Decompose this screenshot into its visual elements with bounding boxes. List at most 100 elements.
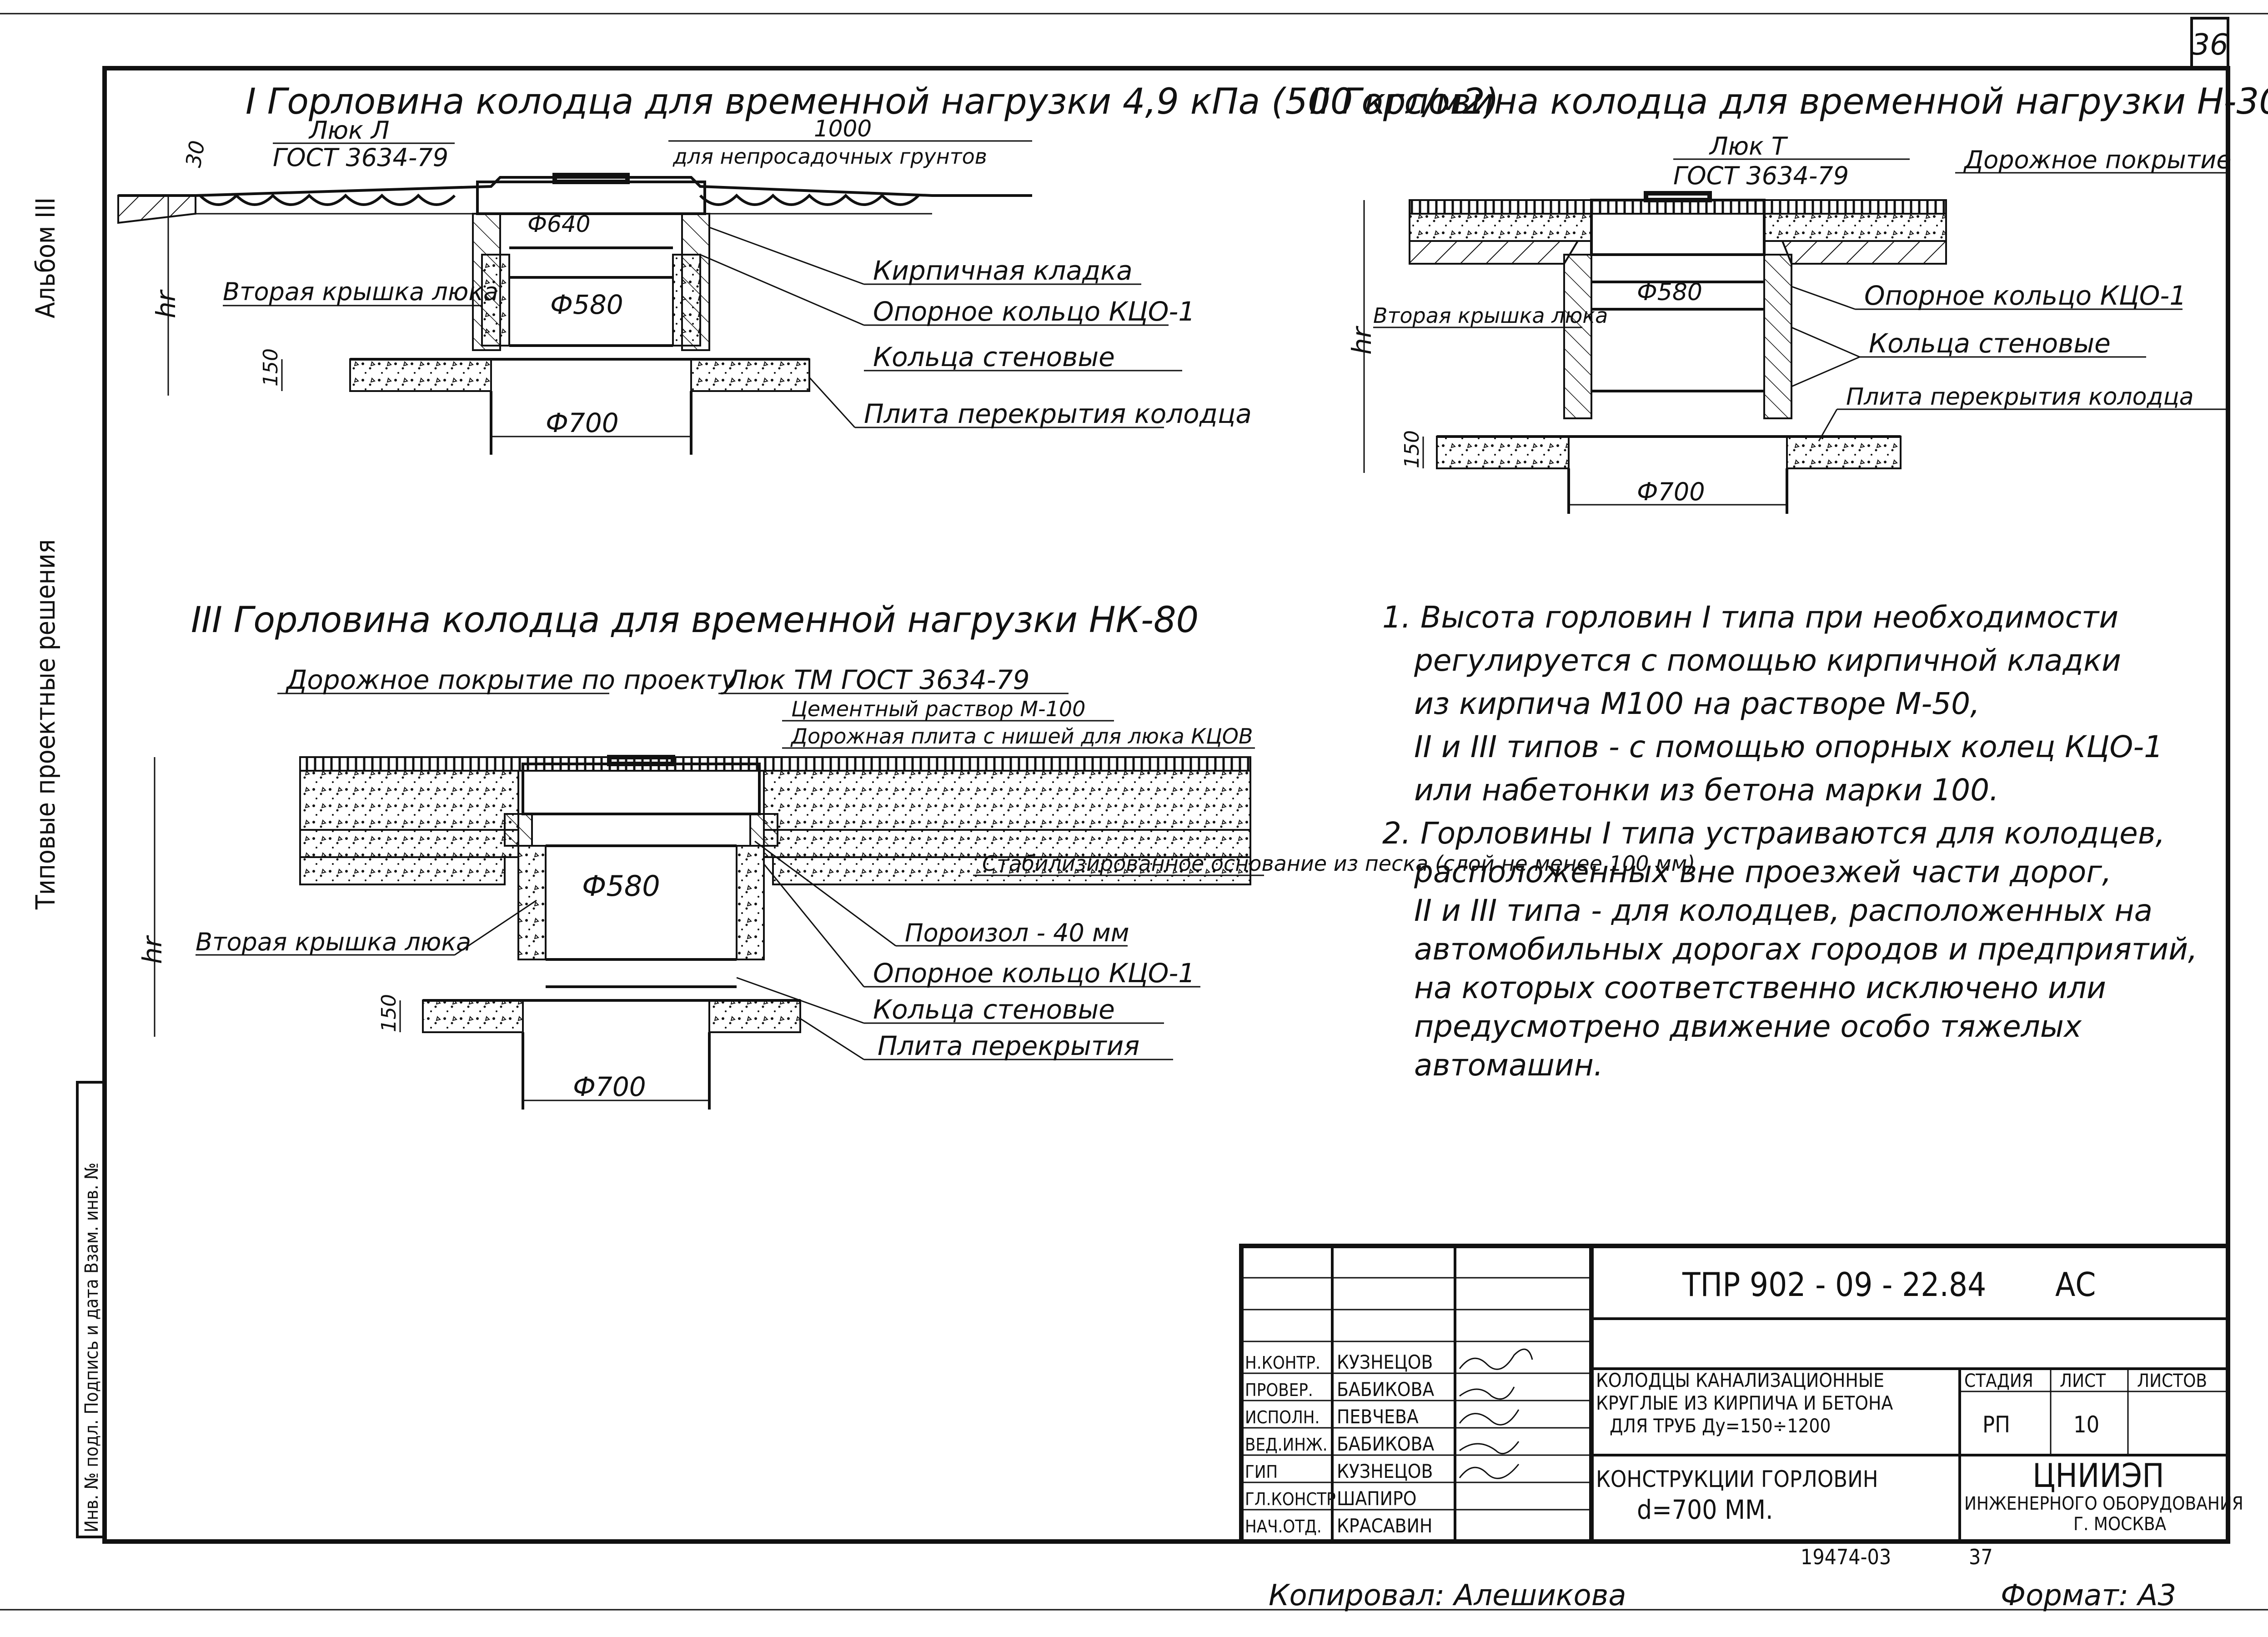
footer-copied: Копировал: Алешикова bbox=[1269, 1579, 1626, 1612]
fig2-dim-150: 150 bbox=[1400, 430, 1424, 468]
fig3-dim-580: Ф580 bbox=[582, 869, 660, 903]
tb-sheet-title: КОНСТРУКЦИИ ГОРЛОВИН bbox=[1596, 1466, 1878, 1492]
fig1-lbl-brick: Кирпичная кладка bbox=[873, 255, 1133, 286]
tb-role: ИСПОЛН. bbox=[1245, 1407, 1320, 1427]
tb-name: ШАПИРО bbox=[1337, 1487, 1416, 1510]
note-line: расположенных вне проезжей части дорог, bbox=[1414, 854, 2112, 889]
fig2-title: II Горловина колодца для временной нагру… bbox=[1310, 81, 2268, 122]
fig1-lbl-ring: Опорное кольцо КЦО-1 bbox=[873, 296, 1195, 327]
tb-object-title: КРУГЛЫЕ ИЗ КИРПИЧА И БЕТОНА bbox=[1596, 1392, 1893, 1414]
footer-format: Формат: А3 bbox=[2001, 1579, 2176, 1612]
tb-stage: РП bbox=[1982, 1411, 2010, 1438]
fig2-lbl-road: Дорожное покрытие bbox=[1963, 146, 2232, 174]
note-line: автомобильных дорогах городов и предприя… bbox=[1414, 932, 2198, 967]
tb-name: КУЗНЕЦОВ bbox=[1337, 1460, 1433, 1482]
note-line: автомашин. bbox=[1414, 1048, 1603, 1083]
fig3-lbl-second-lid: Вторая крышка люка bbox=[196, 928, 471, 956]
sheet-frame: 36 bbox=[0, 13, 2268, 1611]
note-line: из кирпича М100 на растворе М-50, bbox=[1414, 686, 1980, 721]
tb-name: БАБИКОВА bbox=[1337, 1433, 1434, 1455]
fig1-dim-150: 150 bbox=[259, 348, 282, 387]
tb-org: ЦНИИЭП bbox=[2032, 1456, 2164, 1495]
tb-name: ПЕВЧЕВА bbox=[1337, 1406, 1419, 1428]
fig3-lbl-slab: Плита перекрытия bbox=[878, 1030, 1139, 1061]
note-line: 2. Горловины I типа устраиваются для кол… bbox=[1382, 816, 2165, 851]
fig1-hatch-label: Люк Л bbox=[308, 116, 389, 145]
figure-type-1: I Горловина колодца для временной нагруз… bbox=[117, 81, 1499, 455]
fig1-dim-700: Ф700 bbox=[546, 407, 619, 438]
fig2-dim-hr: hr bbox=[1346, 326, 1377, 355]
note-line: регулируется с помощью кирпичной кладки bbox=[1414, 643, 2121, 678]
fig1-title: I Горловина колодца для временной нагруз… bbox=[246, 81, 1499, 122]
fig1-lbl-slab: Плита перекрытия колодца bbox=[864, 398, 1252, 429]
fig1-lbl-wall: Кольца стеновые bbox=[873, 341, 1115, 372]
fig3-lbl-mortar: Цементный раствор М-100 bbox=[791, 697, 1085, 721]
fig3-lbl-porizol: Пороизол - 40 мм bbox=[905, 919, 1129, 947]
tb-city: Г. МОСКВА bbox=[2073, 1514, 2167, 1535]
fig2-lbl-wall: Кольца стеновые bbox=[1869, 328, 2111, 359]
tb-role: ВЕД.ИНЖ. bbox=[1245, 1435, 1328, 1455]
fig2-dim-580: Ф580 bbox=[1637, 279, 1702, 306]
tb-signatures bbox=[1459, 1348, 1533, 1479]
fig2-hatch-label: Люк Т bbox=[1709, 132, 1788, 161]
fig1-dim-640: Ф640 bbox=[527, 211, 590, 237]
tb-role: ГЛ.КОНСТР bbox=[1245, 1489, 1336, 1509]
fig2-lbl-slab: Плита перекрытия колодца bbox=[1846, 383, 2194, 411]
tb-sheet-no: 10 bbox=[2073, 1411, 2099, 1438]
fig1-lbl-second-lid: Вторая крышка люка bbox=[223, 277, 498, 306]
fig3-hatch-label: Люк ТМ ГОСТ 3634-79 bbox=[727, 664, 1029, 695]
tb-role: ГИП bbox=[1245, 1462, 1278, 1482]
tb-object-title: ДЛЯ ТРУБ Ду=150÷1200 bbox=[1610, 1415, 1831, 1437]
fig3-dim-hr: hr bbox=[137, 935, 168, 964]
fig3-title: III Горловина колодца для временной нагр… bbox=[191, 600, 1199, 641]
side-labels: Альбом III Типовые проектные решения Инв… bbox=[30, 197, 106, 1538]
figure-type-2: II Горловина колодца для временной нагру… bbox=[1310, 81, 2268, 514]
fig1-dim-hr: hr bbox=[151, 289, 181, 318]
fig2-lbl-second-lid: Вторая крышка люка bbox=[1373, 303, 1608, 328]
tb-role: ПРОВЕР. bbox=[1245, 1380, 1313, 1400]
tb-name: БАБИКОВА bbox=[1337, 1378, 1434, 1401]
fig3-lbl-road: Дорожное покрытие по проекту bbox=[285, 664, 737, 695]
fig3-lbl-plate: Дорожная плита с нишей для люка КЦОВ bbox=[790, 724, 1253, 748]
note-line: II и III типа - для колодцев, расположен… bbox=[1414, 893, 2153, 928]
footer: 19474-03 37 Копировал: Алешикова Формат:… bbox=[1269, 1545, 2176, 1612]
tb-role: НАЧ.ОТД. bbox=[1245, 1516, 1322, 1537]
tb-org-sub: ИНЖЕНЕРНОГО ОБОРУДОВАНИЯ bbox=[1964, 1493, 2243, 1514]
tb-stage-hdr: СТАДИЯ bbox=[1964, 1371, 2033, 1391]
fig2-hatch-std: ГОСТ 3634-79 bbox=[1673, 161, 1849, 190]
fig3-lbl-ring: Опорное кольцо КЦО-1 bbox=[873, 958, 1195, 989]
tb-sheets-hdr: ЛИСТОВ bbox=[2137, 1371, 2207, 1391]
figure-type-3: III Горловина колодца для временной нагр… bbox=[137, 600, 1695, 1110]
notes: 1. Высота горловин I типа при необходимо… bbox=[1382, 600, 2198, 1083]
tb-section: АС bbox=[2055, 1265, 2096, 1304]
tb-name: КУЗНЕЦОВ bbox=[1337, 1351, 1433, 1373]
page-number: 36 bbox=[2191, 28, 2228, 62]
note-line: или набетонки из бетона марки 100. bbox=[1414, 773, 1999, 808]
fig2-lbl-ring: Опорное кольцо КЦО-1 bbox=[1864, 280, 2186, 311]
fig1-hatch-std: ГОСТ 3634-79 bbox=[273, 143, 448, 172]
note-line: 1. Высота горловин I типа при необходимо… bbox=[1382, 600, 2118, 635]
fig3-lbl-wall: Кольца стеновые bbox=[873, 994, 1115, 1025]
note-line: II и III типов - с помощью опорных колец… bbox=[1414, 729, 2163, 764]
title-block: ТПР 902 - 09 - 22.84 АС Н.КОНТР. ПРОВЕР.… bbox=[1239, 1244, 2243, 1544]
fig1-dim-top: 1000 bbox=[814, 115, 872, 142]
series-label: Типовые проектные решения bbox=[30, 539, 61, 910]
tb-code: ТПР 902 - 09 - 22.84 bbox=[1682, 1265, 1986, 1304]
tb-object-title: КОЛОДЦЫ КАНАЛИЗАЦИОННЫЕ bbox=[1596, 1369, 1884, 1391]
fig3-dim-700: Ф700 bbox=[573, 1071, 646, 1102]
fig1-dim-30: 30 bbox=[181, 139, 210, 169]
fig1-note-soil: для непросадочных грунтов bbox=[672, 144, 987, 169]
inventory-label: Инв. № подл. Подпись и дата Взам. инв. № bbox=[81, 1163, 102, 1532]
fig1-dim-580: Ф580 bbox=[550, 289, 623, 320]
album-label: Альбом III bbox=[30, 197, 61, 318]
footer-doc-no: 19474-03 bbox=[1801, 1545, 1891, 1569]
fig3-lbl-base: Стабилизированное основание из песка (сл… bbox=[982, 851, 1695, 876]
tb-sheet-title: d=700 ММ. bbox=[1637, 1494, 1773, 1525]
note-line: на которых соответственно исключено или bbox=[1414, 970, 2106, 1005]
fig3-dim-150: 150 bbox=[377, 994, 401, 1032]
footer-page: 37 bbox=[1969, 1545, 1993, 1569]
tb-role: Н.КОНТР. bbox=[1245, 1353, 1320, 1373]
tb-name: КРАСАВИН bbox=[1337, 1515, 1432, 1537]
fig2-dim-700: Ф700 bbox=[1637, 477, 1705, 506]
